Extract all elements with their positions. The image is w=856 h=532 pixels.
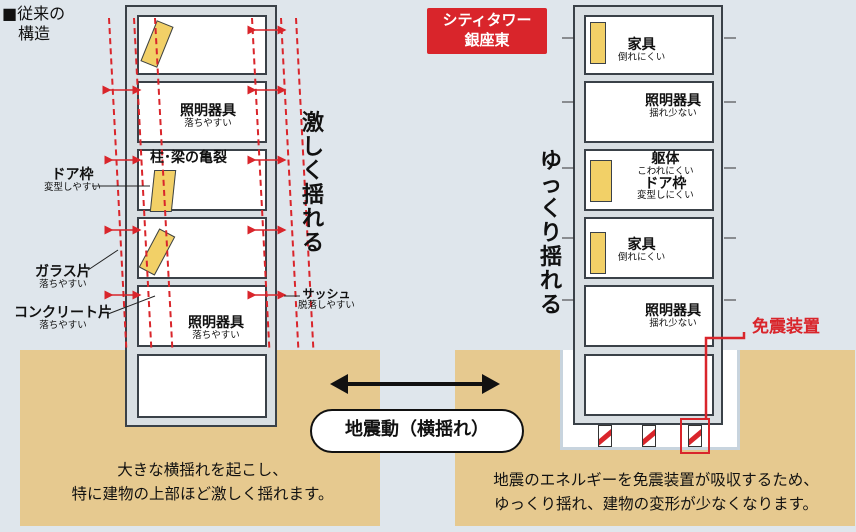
left-floor-6 [137, 354, 267, 418]
left-glass-label: ガラス片 落ちやすい [35, 265, 91, 290]
right-lighting-bottom-sub: 揺れ少ない [649, 317, 697, 329]
right-furniture-top [590, 22, 606, 64]
right-frame-sub: こわれにくい [637, 165, 694, 177]
left-lighting-bottom-label: 照明器具 [188, 315, 244, 331]
right-furniture-bottom [590, 232, 606, 274]
left-caption-line2: 特に建物の上部ほど激しく揺れます。 [71, 485, 334, 503]
right-floor-6 [584, 354, 714, 416]
left-column-crack: 柱･梁の亀裂 [150, 150, 227, 166]
left-sway-arrows [102, 25, 287, 300]
right-door-frame-sub: 変型しにくい [637, 190, 694, 202]
left-concrete-sub: 落ちやすい [39, 319, 87, 331]
left-concrete-text: コンクリート片 [14, 305, 112, 321]
left-title-line1: ■従来の [2, 4, 66, 23]
right-frame-text: 躯体 [651, 151, 680, 167]
right-title-line1: シティタワー [442, 11, 532, 29]
right-lighting-top-label: 照明器具 揺れ少ない [645, 94, 701, 119]
left-lighting-top-sub: 落ちやすい [184, 117, 232, 129]
left-shake-vertical: 激しく揺れる [301, 111, 324, 256]
right-furniture-bottom-label: 家具 倒れにくい [618, 238, 665, 263]
left-sash-label: サッシュ 脱落しやすい [298, 288, 355, 311]
right-floor-5 [584, 285, 714, 347]
left-title: ■従来の 構造 [2, 4, 65, 44]
left-door-frame-label: ドア枠 変型しやすい [44, 168, 101, 193]
left-lighting-top: 照明器具 落ちやすい [180, 104, 236, 129]
isolation-highlight-box [680, 418, 710, 454]
right-lighting-bottom-text: 照明器具 [645, 303, 701, 319]
left-title-line2: 構造 [18, 24, 51, 43]
right-lighting-top-sub: 揺れ少ない [649, 107, 697, 119]
right-shake-vertical: ゆっくり揺れる [539, 149, 562, 318]
left-caption: 大きな横揺れを起こし、 特に建物の上部ほど激しく揺れます。 [30, 458, 375, 506]
right-caption-line2: ゆっくり揺れ、建物の変形が少なくなります。 [493, 495, 819, 513]
left-glass-text: ガラス片 [35, 264, 91, 280]
left-door-frame-text: ドア枠 [51, 167, 94, 183]
left-lighting-bottom-sub: 落ちやすい [192, 329, 240, 341]
right-caption-line1: 地震のエネルギーを免震装置が吸収するため、 [493, 471, 819, 489]
left-sash-text: サッシュ [302, 287, 351, 301]
right-furniture-bottom-text: 家具 [627, 237, 656, 253]
left-floor-2 [137, 81, 267, 143]
right-furniture-bottom-sub: 倒れにくい [618, 251, 666, 263]
right-lighting-top-text: 照明器具 [645, 93, 701, 109]
right-title-line2: 銀座東 [464, 31, 510, 49]
left-lighting-top-label: 照明器具 [180, 103, 236, 119]
left-lighting-bottom: 照明器具 落ちやすい [188, 316, 244, 341]
right-frame-label: 躯体 こわれにくい ドア枠 変型しにくい [637, 152, 694, 201]
left-caption-line1: 大きな横揺れを起こし、 [117, 461, 288, 479]
left-pointer-lines [87, 185, 300, 315]
isolation-device-1 [598, 425, 612, 447]
right-furniture-top-label: 家具 倒れにくい [618, 38, 665, 63]
right-caption: 地震のエネルギーを免震装置が吸収するため、 ゆっくり揺れ、建物の変形が少なくなり… [458, 468, 854, 516]
right-door-frame-text: ドア枠 [644, 175, 687, 192]
left-building [125, 5, 277, 427]
ground-motion-label: 地震動（横揺れ） [310, 409, 524, 453]
right-lighting-bottom-label: 照明器具 揺れ少ない [645, 304, 701, 329]
right-title: シティタワー 銀座東 [427, 8, 547, 54]
right-furniture-top-sub: 倒れにくい [618, 51, 666, 63]
left-door-frame-sub: 変型しやすい [44, 181, 101, 193]
ground-motion-arrow [330, 374, 500, 394]
right-furniture-top-text: 家具 [627, 37, 656, 53]
isolation-label: 免震装置 [752, 317, 820, 337]
left-glass-sub: 落ちやすい [39, 278, 87, 290]
isolation-pointer [704, 332, 746, 420]
right-door-frame [590, 160, 612, 202]
left-floor-5 [137, 285, 267, 347]
right-floor-2 [584, 81, 714, 143]
left-concrete-label: コンクリート片 落ちやすい [14, 306, 112, 331]
left-sash-sub: 脱落しやすい [298, 299, 355, 311]
right-side-arrows [562, 37, 736, 301]
isolation-device-2 [642, 425, 656, 447]
isolation-device-3 [688, 425, 702, 447]
